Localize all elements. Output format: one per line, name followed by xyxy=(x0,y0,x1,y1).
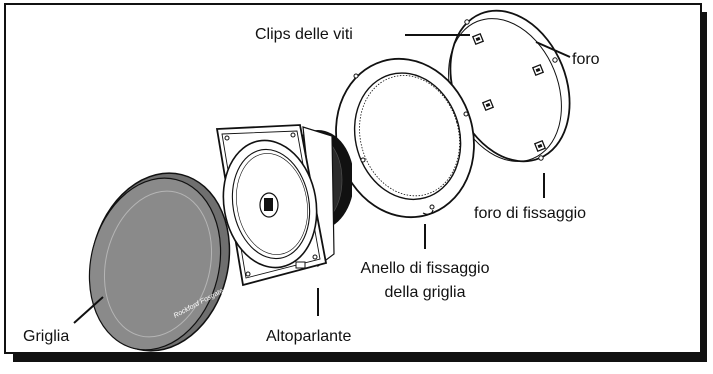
ring-hole xyxy=(354,74,358,78)
speaker-mounting-hole xyxy=(225,136,229,140)
plate-hole xyxy=(553,58,557,62)
plate-hole xyxy=(465,20,469,24)
speaker-mounting-hole xyxy=(291,133,295,137)
label-speaker: Altoparlante xyxy=(266,328,351,345)
label-mounting-hole: foro di fissaggio xyxy=(474,205,586,222)
speaker-logo-badge xyxy=(264,198,273,211)
speaker-mounting-hole xyxy=(313,255,317,259)
label-grille-ring-line1: Anello di fissaggio xyxy=(361,260,490,277)
label-screw-clips: Clips delle viti xyxy=(255,26,353,43)
ring-hole xyxy=(464,112,468,116)
plate-hole xyxy=(539,156,543,160)
ring-hole xyxy=(361,158,365,162)
label-grille: Griglia xyxy=(23,328,69,345)
label-grille-ring-line2: della griglia xyxy=(385,284,466,301)
speaker-mounting-hole xyxy=(246,272,250,276)
ring-hole xyxy=(430,205,434,209)
label-hole: foro xyxy=(572,51,600,68)
